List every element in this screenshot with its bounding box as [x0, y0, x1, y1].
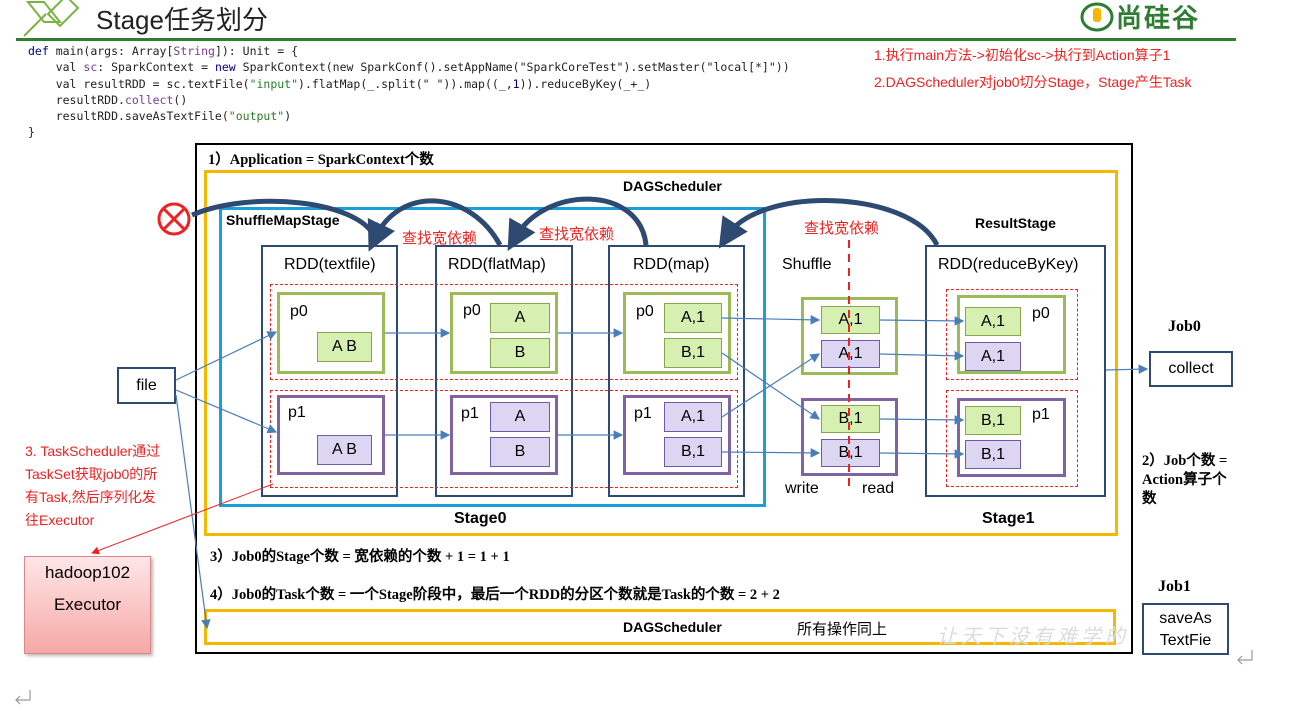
shufflemapstage-label: ShuffleMapStage [226, 212, 340, 228]
map-p1-label: p1 [634, 405, 652, 422]
partition-row-p1-stage0 [270, 390, 738, 488]
cell-map-p1-b1: B,1 [664, 437, 722, 467]
code-block: def main(args: Array[String]): Unit = { … [28, 44, 790, 140]
job0-label: Job0 [1168, 318, 1201, 335]
brand-name: 尚硅谷 [1116, 3, 1201, 33]
find-wide-label-1: 查找宽依赖 [402, 230, 478, 247]
header-divider [16, 38, 1236, 41]
collect-node: collect [1149, 351, 1233, 387]
rdd-flatmap-label: RDD(flatMap) [448, 256, 546, 273]
reduce-p0-label: p0 [1032, 305, 1050, 322]
partition-row-p1-stage1 [946, 390, 1078, 487]
flatmap-p1 [450, 395, 558, 475]
map-p0 [623, 292, 731, 374]
flatmap-p1-label: p1 [461, 405, 479, 422]
cell-reduce-p1-b1-green: B,1 [965, 406, 1021, 435]
stage1-label: Stage1 [982, 510, 1035, 527]
reduce-p1-label: p1 [1032, 406, 1050, 423]
watermark: 让天下没有难学的 [937, 624, 1129, 648]
brand-logo: 尚硅谷 [1080, 0, 1230, 34]
collect-node-label: collect [1168, 360, 1214, 377]
page-title: Stage任务划分 [96, 5, 268, 35]
saveas-line1: saveAs [1159, 610, 1212, 627]
textfile-p0-label: p0 [290, 303, 308, 320]
stage0-label: Stage0 [454, 510, 507, 527]
job1-label: Job1 [1158, 578, 1191, 595]
resultstage-label: ResultStage [975, 215, 1056, 231]
flatmap-p0 [450, 292, 558, 374]
textfile-p1 [277, 395, 385, 475]
rdd-textfile-label: RDD(textfile) [284, 256, 376, 273]
find-wide-label-3: 查找宽依赖 [804, 220, 880, 237]
cell-flatmap-p0-b: B [490, 338, 550, 368]
prohibited-icon [157, 202, 191, 236]
return-symbol-icon [15, 650, 1253, 705]
cell-textfile-p1-ab: A B [317, 435, 372, 465]
brand-u-icon [1080, 2, 1114, 32]
dagscheduler-label-2: DAGScheduler [623, 619, 722, 635]
cell-shuffle-a1-purple: A,1 [821, 340, 880, 368]
cell-reduce-p1-b1-purple: B,1 [965, 440, 1021, 469]
rdd-reducebykey-box [925, 245, 1106, 497]
executor-host: hadoop102 [44, 563, 131, 582]
file-node-label: file [136, 376, 157, 394]
rdd-flatmap-box [435, 245, 573, 497]
cell-reduce-p0-a1-purple: A,1 [965, 342, 1021, 371]
cell-map-p0-b1: B,1 [664, 338, 722, 368]
cell-flatmap-p1-b: B [490, 437, 550, 467]
task-count-label: 4）Job0的Task个数 = 一个Stage阶段中，最后一个RDD的分区个数就… [210, 587, 780, 603]
cell-textfile-p0-ab: A B [317, 332, 372, 362]
rdd-reducebykey-label: RDD(reduceByKey) [938, 256, 1079, 273]
textfile-p0 [277, 292, 385, 374]
cell-shuffle-b1-green: B,1 [821, 405, 880, 433]
map-p1 [623, 395, 731, 475]
partition-row-p0-stage1 [946, 289, 1078, 380]
textfile-p1-label: p1 [288, 404, 306, 421]
write-label: write [785, 480, 819, 497]
stage-count-label: 3）Job0的Stage个数 = 宽依赖的个数 + 1 = 1 + 1 [210, 549, 510, 565]
cell-flatmap-p0-a: A [490, 303, 550, 333]
flatmap-p0-label: p0 [463, 302, 481, 319]
cell-reduce-p0-a1-green: A,1 [965, 307, 1021, 336]
saveas-line2: TextFie [1159, 632, 1212, 649]
read-label: read [862, 480, 895, 497]
cell-shuffle-b1-purple: B,1 [821, 439, 880, 467]
executor-node: hadoop102 Executor [24, 556, 151, 654]
note-3: 3. TaskScheduler通过TaskSet获取job0的所有Task,然… [25, 443, 161, 528]
same-ops-label: 所有操作同上 [797, 621, 888, 638]
note-2: 2.DAGScheduler对job0切分Stage，Stage产生Task [874, 74, 1192, 90]
cell-shuffle-a1-green: A,1 [821, 306, 880, 334]
shuffle-label: Shuffle [782, 256, 832, 273]
find-wide-label-2: 查找宽依赖 [539, 226, 615, 243]
saveas-node: saveAs TextFie [1142, 603, 1229, 655]
file-node: file [117, 367, 176, 404]
note-1: 1.执行main方法->初始化sc->执行到Action算子1 [874, 47, 1171, 63]
rdd-map-label: RDD(map) [633, 256, 710, 273]
dagscheduler-label: DAGScheduler [623, 178, 722, 194]
reduce-p0 [957, 295, 1066, 374]
logo-mark-icon [22, 0, 82, 38]
application-label: 1）Application = SparkContext个数 [208, 152, 434, 168]
cell-map-p1-a1: A,1 [664, 402, 722, 432]
job-count-label: 2）Job个数 = Action算子个数 [1142, 453, 1228, 507]
cell-flatmap-p1-a: A [490, 402, 550, 432]
executor-label: Executor [53, 595, 122, 614]
reduce-p1 [957, 398, 1066, 477]
map-p0-label: p0 [636, 303, 654, 320]
cell-map-p0-a1: A,1 [664, 303, 722, 333]
